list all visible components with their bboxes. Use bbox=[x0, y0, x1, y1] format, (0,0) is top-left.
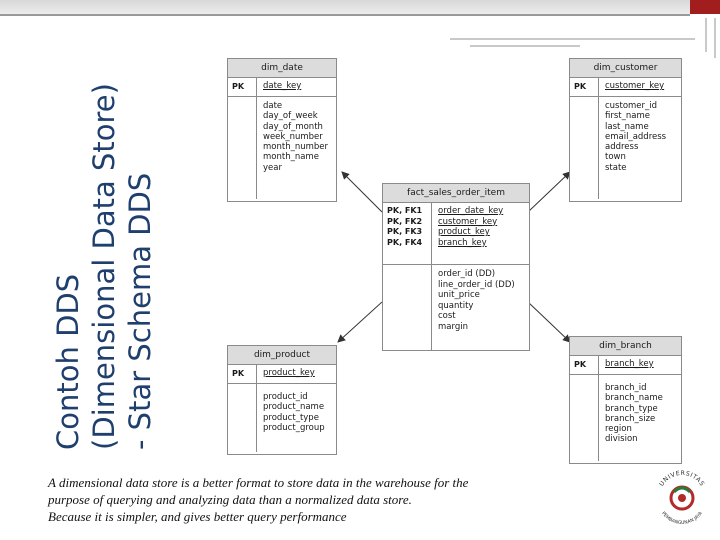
column: product_name bbox=[263, 402, 325, 413]
svg-text:PEMBANGUNAN JAYA: PEMBANGUNAN JAYA bbox=[660, 510, 704, 526]
key-label: PK, FK3 bbox=[387, 227, 423, 237]
column: month_name bbox=[263, 152, 319, 163]
logo-text-bottom: PEMBANGUNAN JAYA bbox=[660, 510, 704, 526]
table-dim-date: dim_date PK date_key date day_of_week da… bbox=[227, 58, 337, 202]
arrow-to-dim-date bbox=[341, 171, 383, 213]
column: state bbox=[605, 162, 627, 173]
key-label: PK, FK4 bbox=[387, 237, 423, 247]
key-label: PK, FK1 bbox=[387, 206, 423, 215]
column: address bbox=[605, 142, 639, 153]
pk-label: PK bbox=[232, 82, 245, 91]
column: day_of_week bbox=[263, 111, 318, 122]
pk-column: branch_key bbox=[598, 356, 681, 374]
decorative-line bbox=[705, 18, 707, 52]
pk-label: PK bbox=[574, 360, 587, 369]
column: branch_name bbox=[605, 393, 663, 404]
column: week_number bbox=[263, 131, 323, 142]
logo-text-top: UNIVERSITAS bbox=[658, 470, 705, 488]
table-header: dim_branch bbox=[570, 337, 681, 356]
top-bar-accent bbox=[690, 0, 720, 14]
column: date bbox=[263, 101, 283, 111]
measure-column: quantity bbox=[438, 300, 474, 311]
arrow-to-dim-product bbox=[337, 301, 383, 343]
measure-column: cost bbox=[438, 311, 456, 322]
caption-line-1: A dimensional data store is a better for… bbox=[48, 475, 469, 490]
measure-column: unit_price bbox=[438, 290, 480, 301]
table-dim-product: dim_product PK product_key product_id pr… bbox=[227, 345, 337, 455]
table-dim-customer: dim_customer PK customer_key customer_id… bbox=[569, 58, 682, 202]
decorative-line bbox=[450, 38, 695, 40]
svg-text:UNIVERSITAS: UNIVERSITAS bbox=[658, 470, 705, 488]
column: customer_id bbox=[605, 101, 658, 111]
table-dim-branch: dim_branch PK branch_key branch_id branc… bbox=[569, 336, 682, 464]
column: town bbox=[605, 152, 626, 163]
pk-label: PK bbox=[232, 369, 245, 378]
key-label: PK, FK2 bbox=[387, 216, 423, 226]
column: year bbox=[263, 162, 282, 173]
measure-column: order_id (DD) bbox=[438, 269, 496, 279]
table-header: dim_product bbox=[228, 346, 336, 365]
decorative-line bbox=[714, 18, 716, 58]
caption: A dimensional data store is a better for… bbox=[48, 474, 648, 525]
column: product_group bbox=[263, 422, 325, 433]
column: branch_id bbox=[605, 383, 647, 393]
column: email_address bbox=[605, 131, 667, 142]
column: first_name bbox=[605, 111, 650, 122]
column: division bbox=[605, 434, 638, 445]
arrow-to-dim-branch bbox=[527, 301, 571, 343]
column: branch_type bbox=[605, 403, 658, 414]
column: day_of_month bbox=[263, 121, 323, 132]
key-column: order_date_key bbox=[438, 206, 504, 216]
pk-label: PK bbox=[574, 82, 587, 91]
column: product_type bbox=[263, 412, 319, 423]
caption-line-2: purpose of querying and analyzing data t… bbox=[48, 492, 412, 507]
column: region bbox=[605, 424, 632, 435]
measure-column: margin bbox=[438, 321, 468, 332]
pk-column: product_key bbox=[256, 365, 336, 383]
pk-column: customer_key bbox=[598, 78, 681, 96]
arrow-to-dim-customer bbox=[527, 171, 571, 213]
top-bar bbox=[0, 0, 720, 14]
table-header: fact_sales_order_item bbox=[383, 184, 529, 203]
top-divider bbox=[0, 14, 690, 16]
column: branch_size bbox=[605, 413, 656, 424]
pk-column: date_key bbox=[256, 78, 336, 96]
key-column: product_key bbox=[438, 227, 490, 238]
table-header: dim_customer bbox=[570, 59, 681, 78]
key-column: customer_key bbox=[438, 216, 498, 227]
measure-column: line_order_id (DD) bbox=[438, 279, 515, 290]
university-logo: UNIVERSITAS PEMBANGUNAN JAYA bbox=[652, 466, 712, 528]
key-column: branch_key bbox=[438, 237, 487, 248]
decorative-line bbox=[470, 45, 580, 47]
caption-line-3: Because it is simpler, and gives better … bbox=[48, 509, 347, 524]
column: product_id bbox=[263, 392, 308, 402]
table-fact-sales-order-item: fact_sales_order_item PK, FK1 PK, FK2 PK… bbox=[382, 183, 530, 351]
table-header: dim_date bbox=[228, 59, 336, 78]
column: month_number bbox=[263, 142, 329, 153]
column: last_name bbox=[605, 121, 649, 132]
